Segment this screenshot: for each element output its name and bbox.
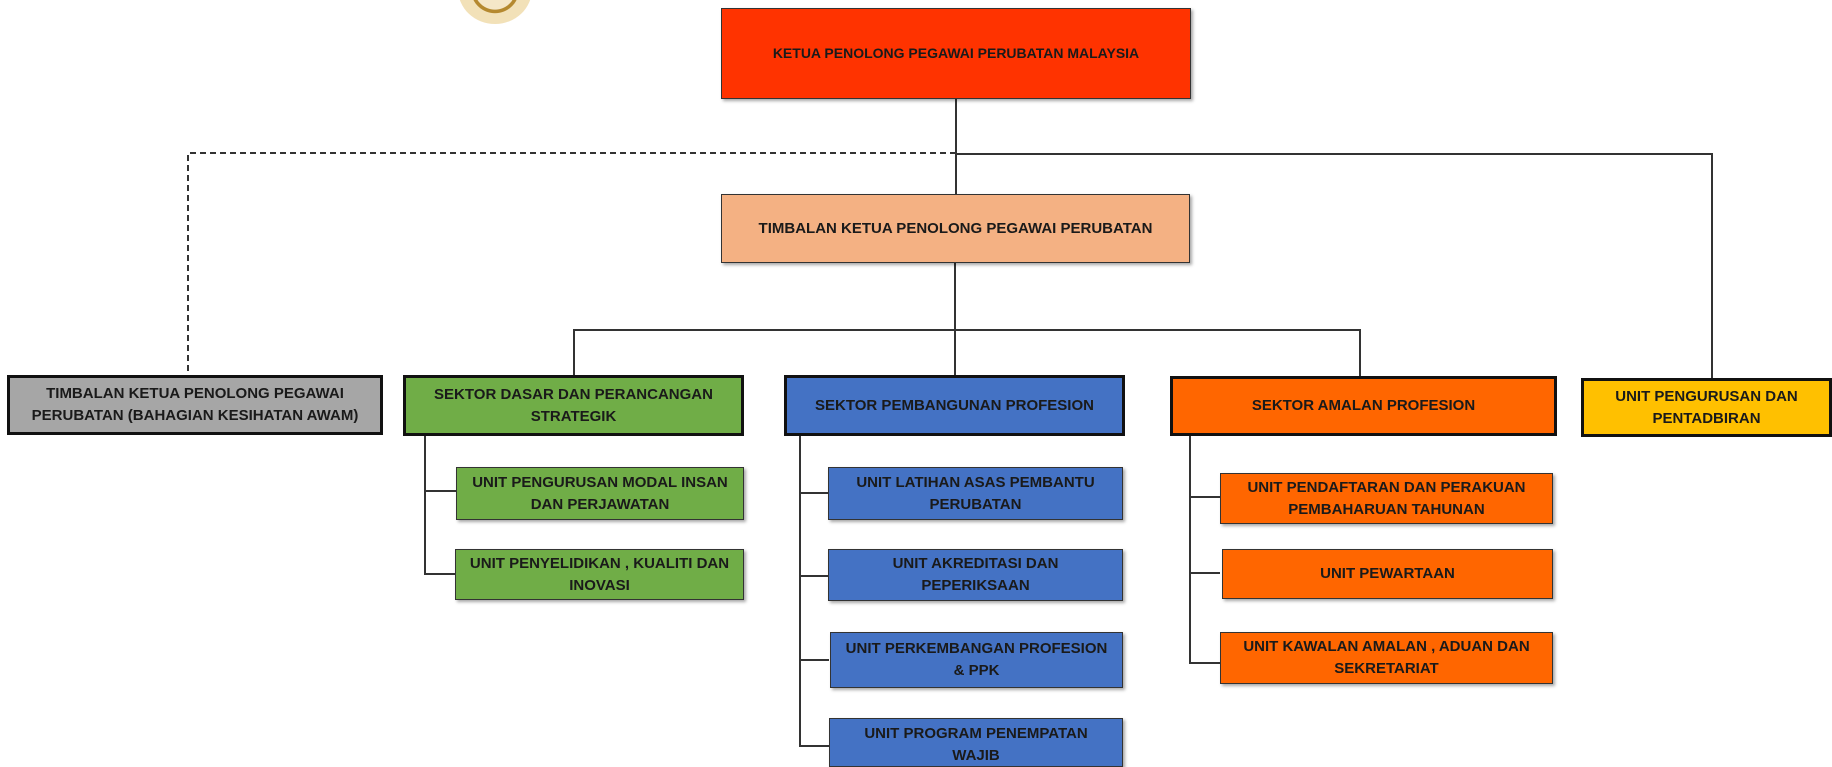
connector-admin-unit bbox=[956, 153, 1713, 378]
sector-strategic-planning-label: SEKTOR DASAR DAN PERANCANGAN STRATEGIK bbox=[434, 385, 713, 425]
unit-basic-training-box: UNIT LATIHAN ASAS PEMBANTU PERUBATAN bbox=[828, 467, 1123, 520]
connector-green-units bbox=[424, 436, 456, 575]
unit-basic-training-label: UNIT LATIHAN ASAS PEMBANTU PERUBATAN bbox=[856, 473, 1095, 513]
unit-human-capital-label: UNIT PENGURUSAN MODAL INSAN DAN PERJAWAT… bbox=[472, 473, 728, 513]
unit-professional-growth-label: UNIT PERKEMBANGAN PROFESION & PPK bbox=[845, 640, 1108, 679]
unit-gazettement-box: UNIT PEWARTAAN bbox=[1222, 549, 1553, 599]
unit-research-quality-label: UNIT PENYELIDIKAN , KUALITI DAN INOVASI bbox=[469, 554, 730, 594]
connector-orange-units bbox=[1189, 436, 1220, 664]
sector-professional-practice-label: SEKTOR AMALAN PROFESION bbox=[1251, 397, 1476, 415]
connector-sector-bar bbox=[573, 329, 1361, 376]
top-position-label: KETUA PENOLONG PEGAWAI PERUBATAN MALAYSI… bbox=[772, 45, 1140, 62]
unit-placement-program-label: UNIT PROGRAM PENEMPATAN WAJIB bbox=[864, 725, 1088, 764]
sector-professional-practice-box: SEKTOR AMALAN PROFESION bbox=[1170, 376, 1557, 436]
deputy-box: TIMBALAN KETUA PENOLONG PEGAWAI PERUBATA… bbox=[721, 194, 1190, 263]
sector-strategic-planning-box: SEKTOR DASAR DAN PERANCANGAN STRATEGIK bbox=[403, 375, 744, 436]
sector-professional-development-label: SEKTOR PEMBANGUNAN PROFESION bbox=[815, 396, 1094, 414]
unit-accreditation-box: UNIT AKREDITASI DAN PEPERIKSAAN bbox=[828, 549, 1123, 601]
unit-practice-control-label: UNIT KAWALAN AMALAN , ADUAN DAN SEKRETAR… bbox=[1243, 638, 1530, 677]
sector-professional-development-box: SEKTOR PEMBANGUNAN PROFESION bbox=[784, 375, 1125, 436]
admin-unit-box: UNIT PENGURUSAN DAN PENTADBIRAN bbox=[1581, 378, 1832, 437]
unit-professional-growth-box: UNIT PERKEMBANGAN PROFESION & PPK bbox=[830, 632, 1123, 688]
unit-gazettement-label: UNIT PEWARTAAN bbox=[1320, 565, 1455, 583]
deputy-label: TIMBALAN KETUA PENOLONG PEGAWAI PERUBATA… bbox=[758, 219, 1153, 237]
unit-research-quality-box: UNIT PENYELIDIKAN , KUALITI DAN INOVASI bbox=[455, 549, 744, 600]
public-health-deputy-label: TIMBALAN KETUA PENOLONG PEGAWAI PERUBATA… bbox=[31, 385, 359, 424]
connector-blue-units bbox=[799, 436, 829, 747]
unit-accreditation-label: UNIT AKREDITASI DAN PEPERIKSAAN bbox=[892, 555, 1059, 594]
unit-human-capital-box: UNIT PENGURUSAN MODAL INSAN DAN PERJAWAT… bbox=[456, 467, 744, 520]
unit-placement-program-box: UNIT PROGRAM PENEMPATAN WAJIB bbox=[829, 718, 1123, 767]
unit-registration-label: UNIT PENDAFTARAN DAN PERAKUAN PEMBAHARUA… bbox=[1247, 478, 1526, 518]
public-health-deputy-box: TIMBALAN KETUA PENOLONG PEGAWAI PERUBATA… bbox=[7, 375, 383, 435]
unit-practice-control-box: UNIT KAWALAN AMALAN , ADUAN DAN SEKRETAR… bbox=[1220, 632, 1553, 684]
unit-registration-box: UNIT PENDAFTARAN DAN PERAKUAN PEMBAHARUA… bbox=[1220, 473, 1553, 524]
connector-dashed-public-health bbox=[187, 152, 956, 375]
top-position-box: KETUA PENOLONG PEGAWAI PERUBATAN MALAYSI… bbox=[721, 8, 1191, 99]
admin-unit-label: UNIT PENGURUSAN DAN PENTADBIRAN bbox=[1615, 387, 1798, 427]
